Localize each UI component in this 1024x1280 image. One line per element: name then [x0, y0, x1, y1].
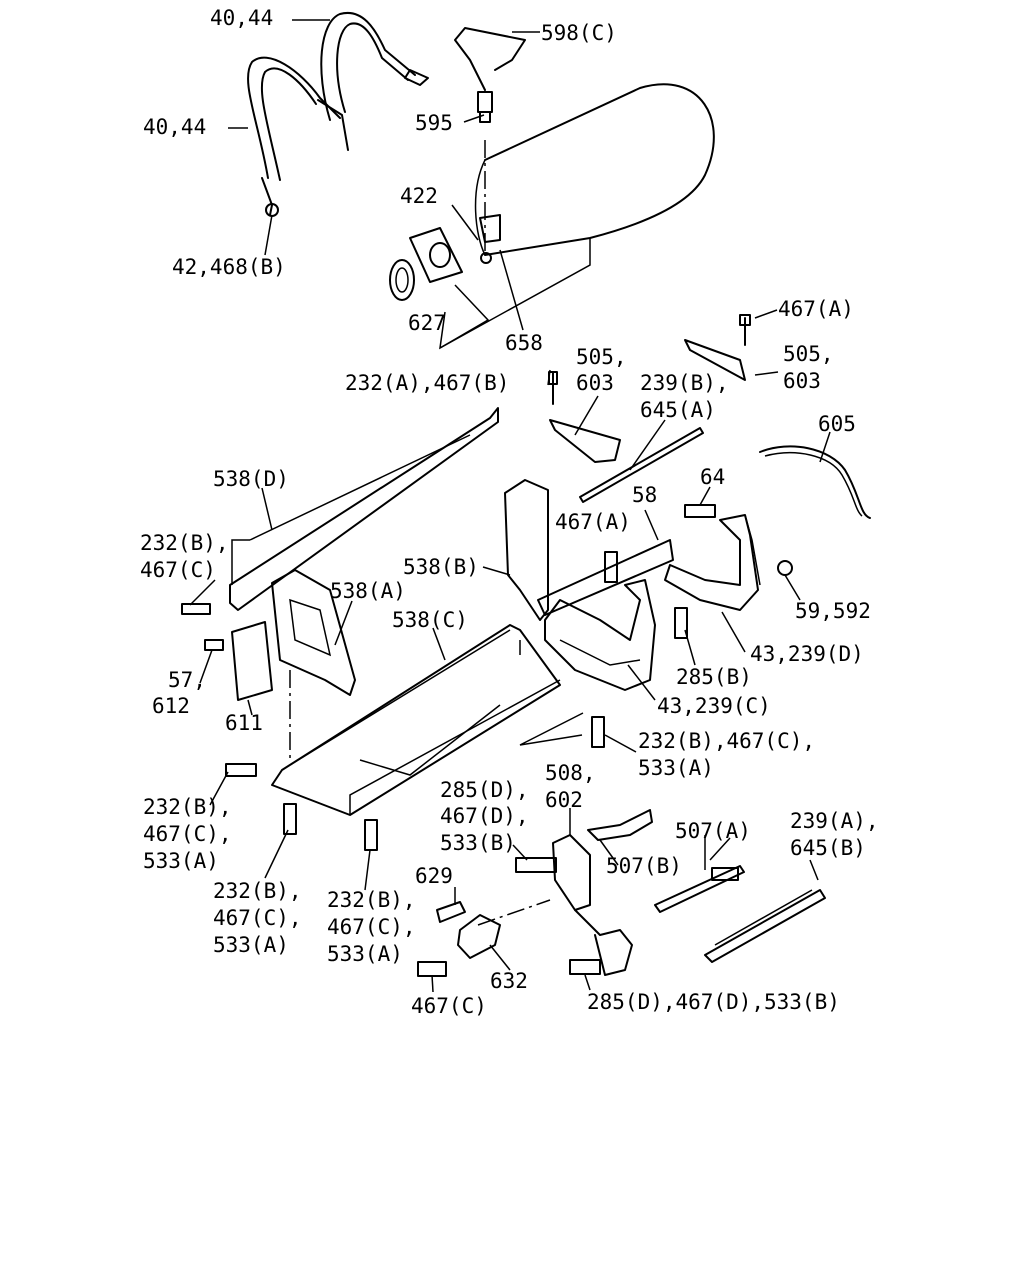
rod-507a	[654, 835, 745, 913]
label-232b-left-3: 533(A)	[143, 849, 219, 873]
rod-239b	[579, 427, 704, 503]
label-285b: 285(B)	[676, 665, 752, 689]
label-538b: 538(B)	[403, 555, 479, 579]
label-40-44-top: 40,44	[210, 6, 273, 30]
label-507a: 507(A)	[675, 819, 751, 843]
label-232b-467c-left-2: 467(C)	[140, 558, 216, 582]
label-505-603-mid-1: 505,	[576, 345, 627, 369]
label-232b-bm-1: 232(B),	[327, 888, 416, 912]
label-59-592: 59,592	[795, 599, 871, 623]
label-505-603-mid-2: 603	[576, 371, 614, 395]
label-658: 658	[505, 331, 543, 355]
tank-strap-upper	[317, 11, 429, 151]
bracket-505-right	[684, 314, 751, 381]
label-239a-645b-2: 645(B)	[790, 836, 866, 860]
label-605: 605	[818, 412, 856, 436]
label-57-612-2: 612	[152, 694, 190, 718]
sender-bracket	[389, 214, 501, 301]
panel-538a	[271, 569, 356, 696]
label-505-603-right-1: 505,	[783, 342, 834, 366]
label-64: 64	[700, 465, 725, 489]
label-508-602-1: 508,	[545, 761, 596, 785]
label-505-603-right-2: 603	[783, 369, 821, 393]
label-285d-2: 467(D),	[440, 804, 529, 828]
panel-538b	[504, 479, 549, 621]
label-507b: 507(B)	[606, 854, 682, 878]
label-467a-top: 467(A)	[778, 297, 854, 321]
label-43-239d: 43,239(D)	[750, 642, 864, 666]
label-285d-3: 533(B)	[440, 831, 516, 855]
panel-538d	[229, 407, 499, 611]
label-629: 629	[415, 864, 453, 888]
leader-lines	[189, 19, 831, 993]
label-43-239c: 43,239(C)	[657, 694, 771, 718]
bracket-508	[515, 809, 653, 976]
label-232b-467c-533a-r-1: 232(B),467(C),	[638, 729, 815, 753]
plate-611	[231, 621, 273, 701]
hanger-43-239d	[664, 514, 793, 611]
label-538a: 538(A)	[330, 579, 406, 603]
label-598c: 598(C)	[541, 21, 617, 45]
label-632: 632	[490, 969, 528, 993]
rail-239a	[704, 889, 826, 963]
label-239b-2: 645(A)	[640, 398, 716, 422]
filler-pipe	[454, 27, 526, 123]
label-232b-bl-3: 533(A)	[213, 933, 289, 957]
label-232a-467b: 232(A),467(B)	[345, 371, 509, 395]
label-627: 627	[408, 311, 446, 335]
label-232b-bl-1: 232(B),	[213, 879, 302, 903]
bolt-group	[181, 504, 716, 851]
label-611: 611	[225, 711, 263, 735]
fuel-tank	[439, 83, 715, 349]
label-232b-bm-3: 533(A)	[327, 942, 403, 966]
hanger-43-239c	[537, 539, 674, 691]
label-239a-645b-1: 239(A),	[790, 809, 879, 833]
label-58: 58	[632, 483, 657, 507]
label-538c: 538(C)	[392, 608, 468, 632]
cable-605	[759, 445, 871, 519]
label-467c-bottom: 467(C)	[411, 994, 487, 1018]
tray-538c	[271, 624, 561, 816]
part-labels: 40,44 40,44 598(C) 595 422 42,468(B) 627…	[140, 6, 879, 1018]
label-42-468b: 42,468(B)	[172, 255, 286, 279]
clip-632	[417, 899, 551, 977]
label-239b-1: 239(B),	[640, 371, 729, 395]
label-467a-mid: 467(A)	[555, 510, 631, 534]
label-232b-467c-533a-r-2: 533(A)	[638, 756, 714, 780]
label-232b-left-1: 232(B),	[143, 795, 232, 819]
label-508-602-2: 602	[545, 788, 583, 812]
label-232b-bl-2: 467(C),	[213, 906, 302, 930]
label-232b-left-2: 467(C),	[143, 822, 232, 846]
label-538d: 538(D)	[213, 467, 289, 491]
label-57-612-1: 57,	[168, 668, 206, 692]
label-285d-1: 285(D),	[440, 778, 529, 802]
label-232b-bm-2: 467(C),	[327, 915, 416, 939]
label-285d-bottom: 285(D),467(D),533(B)	[587, 990, 840, 1014]
label-595: 595	[415, 111, 453, 135]
label-40-44-mid: 40,44	[143, 115, 206, 139]
label-422: 422	[400, 184, 438, 208]
tank-strap-lower	[247, 56, 341, 217]
label-232b-467c-left-1: 232(B),	[140, 531, 229, 555]
